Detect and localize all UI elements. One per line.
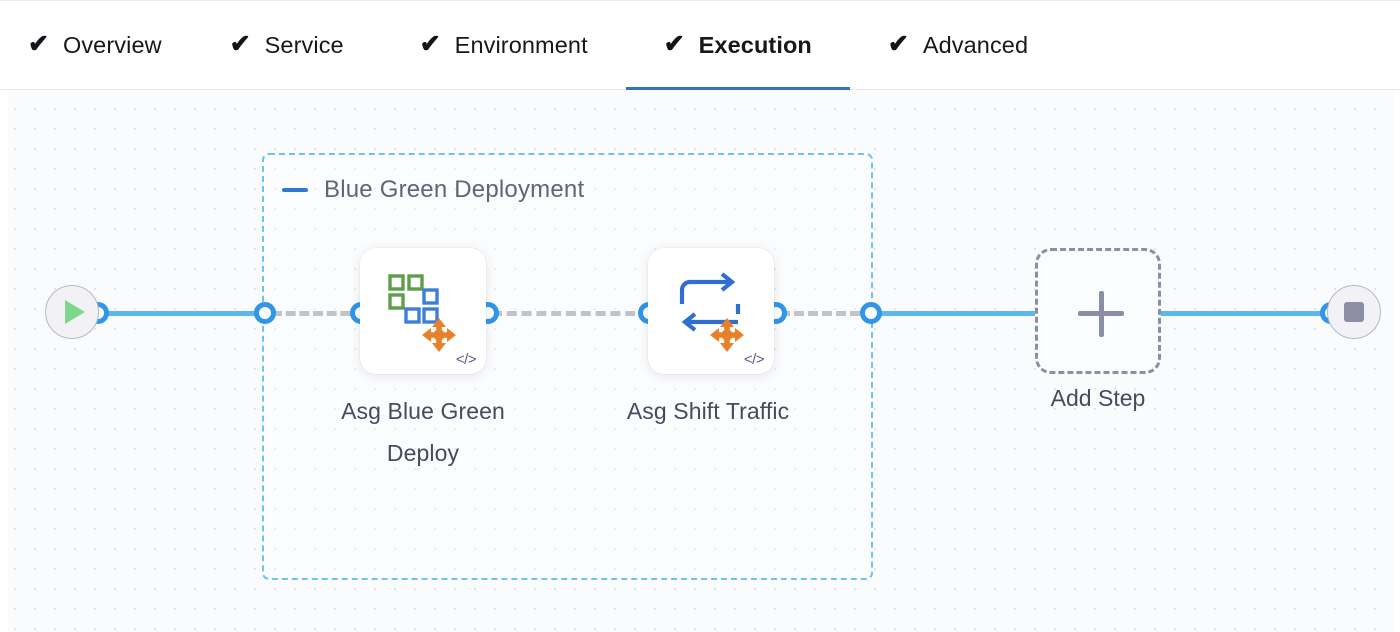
pipeline-canvas[interactable]: Blue Green Deployment — [0, 90, 1400, 632]
code-badge-icon: </> — [455, 351, 477, 368]
code-badge-icon: </> — [743, 351, 765, 368]
port-group-output[interactable] — [860, 302, 882, 324]
step-label-asg-shift-traffic: Asg Shift Traffic — [626, 398, 790, 424]
play-icon — [65, 300, 85, 324]
tab-service[interactable]: ✔ Service — [192, 0, 382, 90]
tab-label: Environment — [454, 31, 588, 58]
add-step-button[interactable] — [1035, 248, 1161, 374]
check-icon: ✔ — [887, 29, 909, 58]
tab-label: Service — [264, 31, 344, 58]
canvas-right-gutter — [1394, 90, 1400, 632]
asg-blue-green-deploy-icon — [360, 248, 486, 374]
check-icon: ✔ — [419, 29, 441, 58]
start-node[interactable] — [45, 285, 99, 339]
asg-shift-traffic-icon — [648, 248, 774, 374]
stop-icon — [1344, 302, 1364, 322]
tab-overview[interactable]: ✔ Overview — [0, 0, 192, 90]
add-step-label: Add Step — [1050, 385, 1146, 411]
step-label-asg-blue-green-deploy: Asg Blue Green Deploy — [341, 398, 505, 466]
step-group-blue-green-deployment[interactable] — [262, 153, 873, 580]
edge-step2-to-group-exit — [780, 311, 874, 316]
step-group-header: Blue Green Deployment — [282, 176, 584, 204]
tab-environment[interactable]: ✔ Environment — [382, 0, 626, 90]
tab-label: Execution — [698, 31, 812, 58]
tab-advanced[interactable]: ✔ Advanced — [850, 0, 1066, 90]
check-icon: ✔ — [663, 29, 685, 58]
step-card-asg-blue-green-deploy[interactable]: </> — [360, 248, 486, 374]
step-card-asg-shift-traffic[interactable]: </> — [648, 248, 774, 374]
edge-start-to-group — [104, 311, 269, 316]
tab-execution[interactable]: ✔ Execution — [625, 0, 850, 91]
pipeline-setup-tabs: ✔ Overview ✔ Service ✔ Environment ✔ Exe… — [0, 0, 1400, 91]
port-group-input[interactable] — [254, 302, 276, 324]
plus-icon-vertical — [1098, 290, 1104, 337]
edge-group-exit-to-add-step — [876, 311, 1038, 316]
minus-icon[interactable] — [282, 188, 308, 192]
check-icon: ✔ — [28, 29, 49, 58]
check-icon: ✔ — [229, 29, 251, 58]
canvas-left-gutter — [0, 90, 8, 632]
edge-step1-to-step2 — [492, 311, 650, 316]
tab-active-underline — [625, 87, 850, 91]
tab-label: Advanced — [922, 31, 1029, 58]
edge-add-step-to-end — [1158, 311, 1333, 316]
step-group-title: Blue Green Deployment — [324, 176, 585, 203]
edge-group-entry-to-step1 — [272, 311, 364, 316]
tab-label: Overview — [62, 31, 162, 58]
end-node[interactable] — [1327, 285, 1381, 339]
